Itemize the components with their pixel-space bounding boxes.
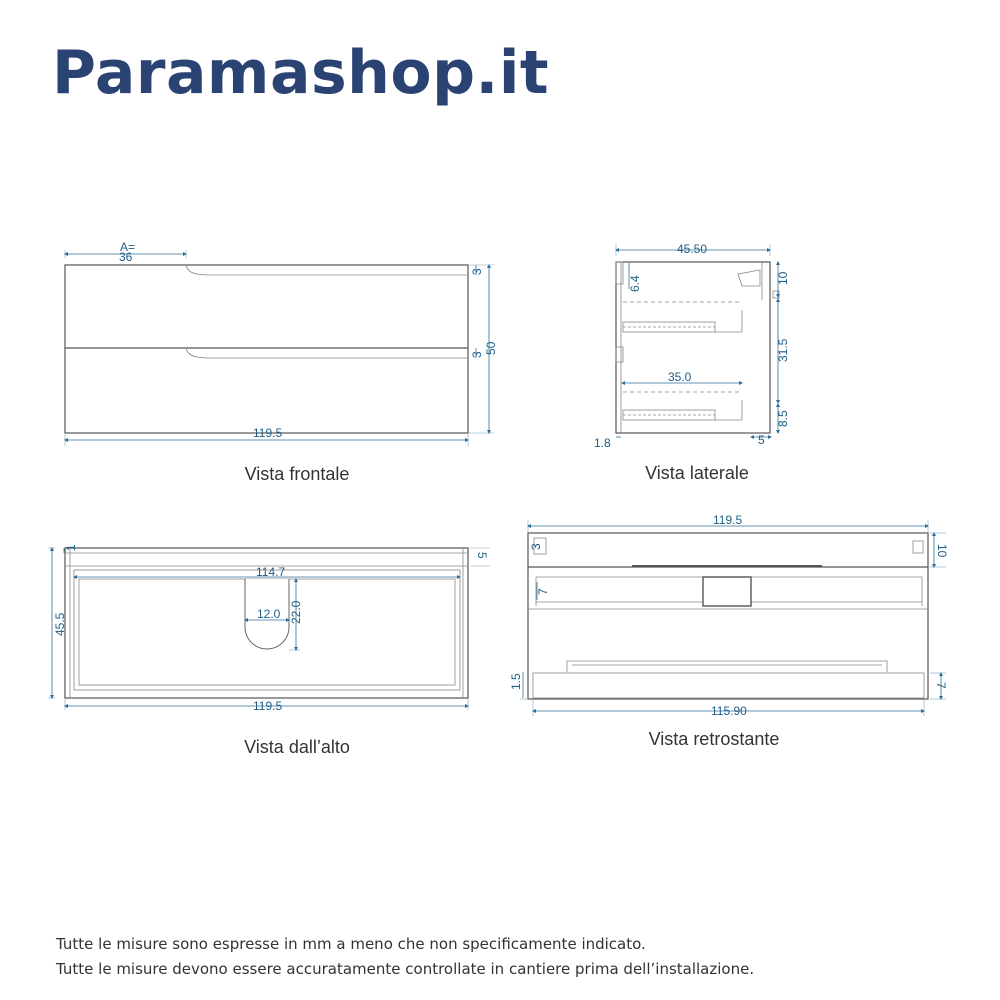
side-caption: Vista laterale: [645, 463, 749, 483]
top-view: 1 5 45.5 114.7 12.0 22.0 119.5 Vista dal…: [48, 544, 490, 757]
front-dim-gap-top: 3: [470, 268, 484, 275]
back-dim-10: 10: [935, 544, 949, 558]
back-center-cutout: [702, 576, 752, 607]
top-dim-12: 12.0: [257, 607, 281, 621]
brand-logo: Paramashop.it: [52, 38, 550, 108]
top-cabinet-outline: [64, 547, 469, 699]
side-wall-bracket: [737, 269, 761, 287]
front-view: A= 36 119.5 50 3 3 Vista frontale: [64, 240, 498, 484]
front-dim-a: 36: [119, 250, 133, 264]
side-dim-10: 10: [776, 271, 790, 285]
front-handle-bottom: [185, 347, 468, 359]
front-dim-width: 119.5: [253, 426, 282, 440]
back-drawer-lip: [566, 660, 888, 672]
front-dim-a-label: A=: [120, 240, 135, 254]
side-dim-1-8: 1.8: [594, 436, 611, 450]
note-verification: Tutte le misure devono essere accuratame…: [56, 960, 755, 978]
front-dim-height: 50: [484, 341, 498, 355]
back-dim-7-top: 7: [536, 588, 550, 595]
back-dim-115-90: 115.90: [711, 704, 747, 718]
side-dim-8-5: 8.5: [776, 410, 790, 427]
top-caption: Vista dall’alto: [244, 737, 350, 757]
back-bracket-right: [912, 540, 924, 554]
back-caption: Vista retrostante: [649, 729, 780, 749]
side-dim-35: 35.0: [668, 370, 692, 384]
side-dim-31-5: 31.5: [776, 338, 790, 362]
top-dim-1: 1: [64, 544, 78, 551]
back-view: 119.5 3 10 7 1.5 7 115.90 Vista retrosta…: [509, 513, 949, 749]
top-siphon-cutout: [244, 579, 290, 650]
side-dim-depth: 45.50: [677, 242, 707, 256]
back-cabinet-outline: [527, 532, 929, 700]
side-dim-6-4: 6.4: [628, 275, 642, 292]
note-measurements: Tutte le misure sono espresse in mm a me…: [56, 935, 646, 953]
back-plinth: [532, 672, 925, 699]
top-dim-22: 22.0: [289, 600, 303, 624]
top-dim-114-7: 114.7: [256, 565, 285, 579]
top-dim-5: 5: [475, 552, 489, 559]
side-view: 45.50 6.4 10 31.5 8.5 35.0 1.8 5 Vista l…: [594, 242, 790, 483]
top-drawer-outline: [73, 569, 461, 691]
top-dim-119-5: 119.5: [253, 699, 282, 713]
back-dim-7-bottom: 7: [934, 682, 948, 689]
front-cabinet-outline: [64, 264, 469, 434]
front-dim-gap-mid: 3: [470, 351, 484, 358]
back-bracket-left: [533, 537, 547, 555]
side-dim-5: 5: [758, 433, 765, 447]
back-dim-119-5: 119.5: [713, 513, 742, 527]
back-dim-3: 3: [529, 543, 543, 550]
front-handle-top: [185, 264, 468, 276]
front-caption: Vista frontale: [245, 464, 350, 484]
back-dim-1-5: 1.5: [509, 673, 523, 690]
top-dim-45-5: 45.5: [53, 612, 67, 636]
